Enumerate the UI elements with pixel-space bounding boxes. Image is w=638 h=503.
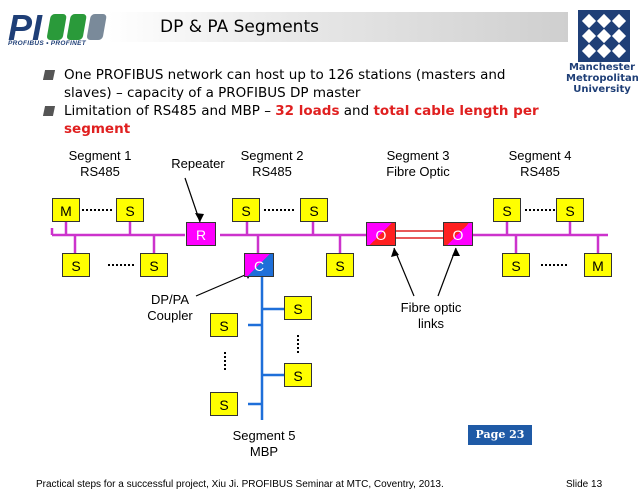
bullet-1-text: One PROFIBUS network can host up to 126 … [64, 66, 505, 102]
university-crest-icon [578, 10, 630, 62]
segment-1-name: Segment 1 [68, 148, 132, 163]
dp-pa-coupler-node: C [244, 253, 274, 277]
segment-4-name: Segment 4 [508, 148, 572, 163]
bullet-2-text-a: Limitation of RS485 and MBP – [64, 103, 276, 119]
fibre-label-line-1: Fibre optic [400, 300, 462, 315]
logo-subtitle: PROFIBUS • PROFINET [8, 40, 87, 47]
segment-4-type: RS485 [520, 164, 560, 179]
segment-2-name: Segment 2 [240, 148, 304, 163]
bullet-2-highlight-loads: 32 loads [275, 103, 340, 119]
segment-1-type: RS485 [80, 164, 120, 179]
page-badge: Page 23 [468, 425, 532, 445]
fibre-optic-link [394, 230, 445, 239]
slave-node: S [493, 198, 521, 222]
coupler-label: DP/PA Coupler [130, 292, 210, 324]
slave-node: S [502, 253, 530, 277]
coupler-label-line-1: DP/PA [150, 292, 190, 307]
segment-2-type: RS485 [252, 164, 292, 179]
segment-2-label: Segment 2 RS485 [222, 148, 322, 180]
optical-link-module-left: O [366, 222, 396, 246]
footer-text: Practical steps for a successful project… [36, 479, 444, 490]
repeater-label: Repeater [171, 156, 225, 171]
slave-node: S [232, 198, 260, 222]
master-node: M [52, 198, 80, 222]
segment-5-bus [248, 277, 285, 420]
coupler-label-line-2: Coupler [147, 308, 193, 323]
fibre-label: Fibre optic links [386, 300, 476, 332]
segment-3-name: Segment 3 [386, 148, 450, 163]
slide-number: Slide 13 [566, 479, 603, 490]
optical-link-module-right: O [443, 222, 473, 246]
bullet-2-text: Limitation of RS485 and MBP – 32 loads a… [64, 102, 539, 138]
segment-3-type: Fibre Optic [386, 164, 450, 179]
segment-1-label: Segment 1 RS485 [50, 148, 150, 180]
slave-node: S [62, 253, 90, 277]
more-devices-dots [82, 209, 568, 372]
university-name: Manchester Metropolitan University [566, 62, 638, 95]
repeater-node: R [186, 222, 216, 246]
university-line-2: Metropolitan [566, 73, 638, 84]
fibre-label-line-2: links [417, 316, 444, 331]
master-node: M [584, 253, 612, 277]
bullet-2-line-2: segment [64, 121, 131, 137]
pa-slave-node: S [210, 392, 238, 416]
slave-node: S [556, 198, 584, 222]
slave-node: S [140, 253, 168, 277]
slave-node: S [326, 253, 354, 277]
callout-arrows [184, 177, 457, 297]
pa-slave-node: S [210, 313, 238, 337]
profibus-pi-logo: PI [8, 8, 107, 48]
slave-node: S [300, 198, 328, 222]
segment-5-label: Segment 5 MBP [214, 428, 314, 460]
university-line-1: Manchester [568, 62, 636, 73]
bullet-2-text-c: and [339, 103, 374, 119]
bullet-2-line-1: Limitation of RS485 and MBP – 32 loads a… [64, 102, 539, 120]
pa-slave-node: S [284, 296, 312, 320]
university-line-3: University [573, 84, 631, 95]
segment-5-name: Segment 5 [232, 428, 296, 443]
bullet-2-highlight-length: total cable length per [373, 103, 539, 119]
pa-slave-node: S [284, 363, 312, 387]
slide-title: DP & PA Segments [160, 17, 319, 37]
slave-node: S [116, 198, 144, 222]
segment-3-label: Segment 3 Fibre Optic [368, 148, 468, 180]
bullet-1-line-2: slaves) – capacity of a PROFIBUS DP mast… [64, 85, 361, 101]
segment-5-type: MBP [249, 444, 279, 459]
segment-4-label: Segment 4 RS485 [490, 148, 590, 180]
bullet-1-line-1: One PROFIBUS network can host up to 126 … [64, 67, 506, 83]
title-bar [108, 12, 568, 42]
svg-text:PI: PI [8, 8, 43, 48]
